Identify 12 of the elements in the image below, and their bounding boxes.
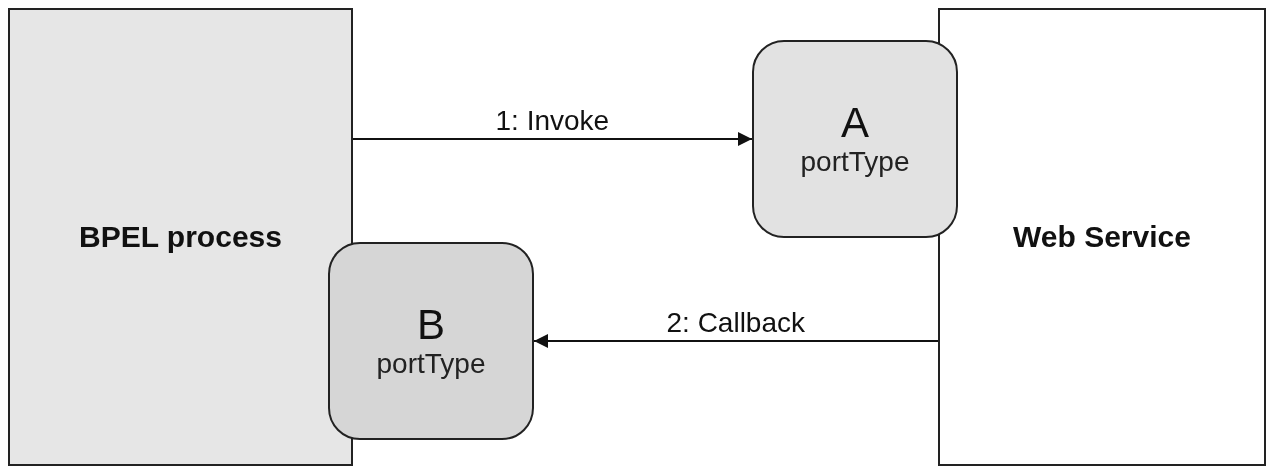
arrow (533, 334, 939, 348)
port-box (328, 242, 534, 440)
arrow (352, 132, 753, 146)
port-letter: A (841, 99, 869, 147)
service-box (938, 8, 1266, 466)
port-label: portType (800, 146, 910, 179)
port-letter: B (417, 301, 445, 349)
port-label: portType (376, 348, 486, 381)
process-box (8, 8, 353, 466)
node-label: Web Service (1013, 220, 1191, 254)
port-box (752, 40, 958, 238)
node-label: BPEL process (79, 220, 282, 254)
